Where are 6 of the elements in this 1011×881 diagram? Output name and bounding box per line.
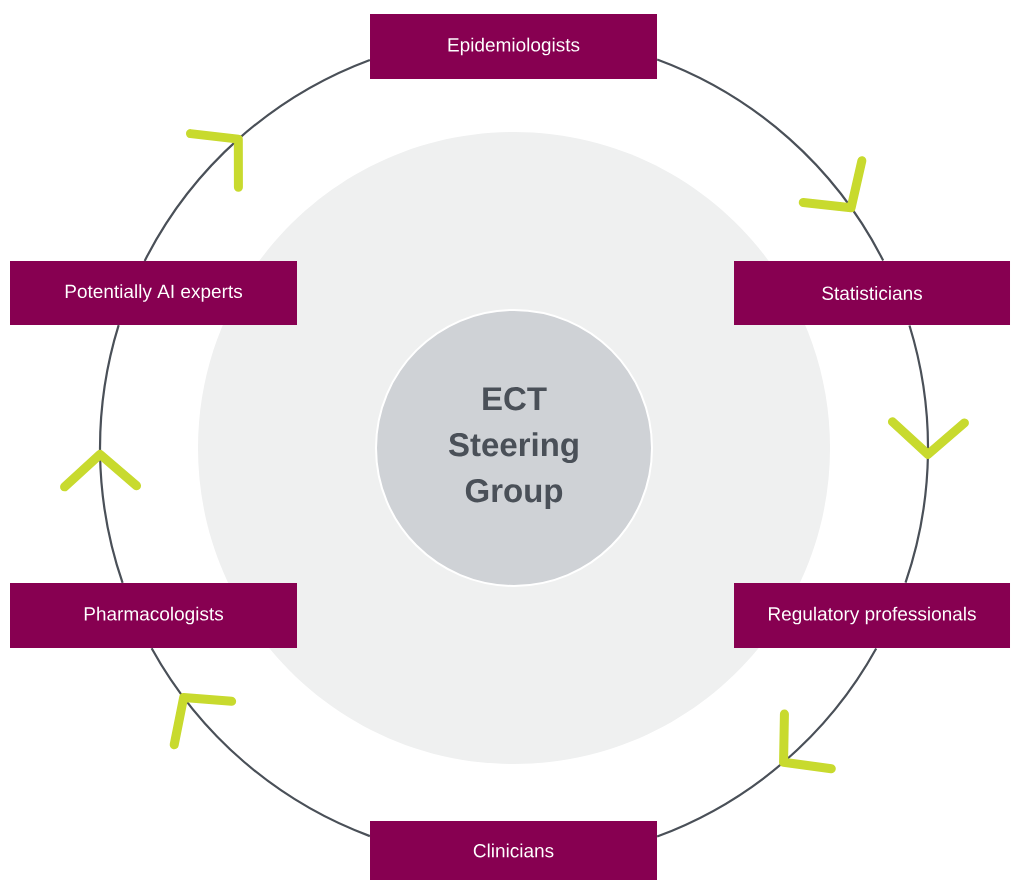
label-box: Statisticians [734, 261, 1010, 325]
label-box: Epidemiologists [370, 14, 657, 79]
label-box: Potentially AI experts [10, 261, 297, 325]
label-box: Clinicians [370, 821, 657, 880]
label-box: Regulatory professionals [734, 583, 1010, 648]
label-box: Pharmacologists [10, 583, 297, 648]
